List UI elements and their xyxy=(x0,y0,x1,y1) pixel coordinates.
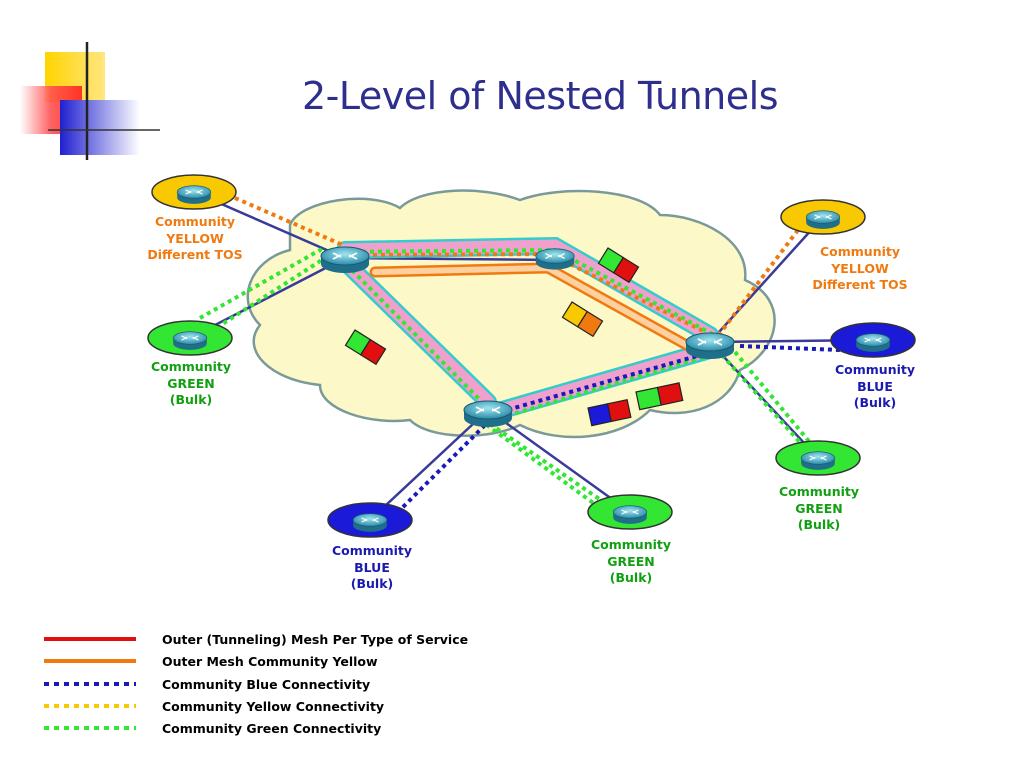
router-icon xyxy=(805,210,841,229)
legend-lines xyxy=(44,637,136,730)
router-icon xyxy=(352,513,388,532)
label-community-green-left: Community GREEN (Bulk) xyxy=(150,359,232,407)
packet-icon xyxy=(597,247,640,284)
decorative-squares-icon xyxy=(20,42,160,160)
packet-icon xyxy=(587,398,632,427)
page-title: 2-Level of Nested Tunnels xyxy=(302,74,779,118)
label-community-yellow-left: Community YELLOW Different TOS xyxy=(147,214,243,262)
packet-icon xyxy=(344,329,387,366)
legend-label-outer-mesh: Outer (Tunneling) Mesh Per Type of Servi… xyxy=(162,632,469,647)
label-community-blue-bottom: Community BLUE (Bulk) xyxy=(331,543,413,591)
legend-label-outer-yellow: Outer Mesh Community Yellow xyxy=(162,654,378,669)
legend-label-green: Community Green Connectivity xyxy=(162,721,382,736)
router-icon xyxy=(535,248,575,270)
routers xyxy=(172,185,891,532)
tunnel-tubes xyxy=(336,236,719,423)
router-icon xyxy=(800,451,836,470)
packet-icon xyxy=(635,382,684,411)
label-community-green-bottom: Community GREEN (Bulk) xyxy=(590,537,672,585)
router-icon xyxy=(320,246,370,273)
router-icon xyxy=(685,332,735,359)
router-icon xyxy=(176,185,212,204)
label-community-green-right: Community GREEN (Bulk) xyxy=(778,484,860,532)
router-icon xyxy=(612,505,648,524)
router-icon xyxy=(855,333,891,352)
label-community-blue-right: Community BLUE (Bulk) xyxy=(834,362,916,410)
router-icon xyxy=(463,400,513,427)
label-community-yellow-right: Community YELLOW Different TOS xyxy=(812,244,908,292)
legend-label-yellow: Community Yellow Connectivity xyxy=(162,699,385,714)
packets xyxy=(344,247,684,427)
legend-label-blue: Community Blue Connectivity xyxy=(162,677,371,692)
router-icon xyxy=(172,331,208,350)
packet-icon xyxy=(561,301,604,338)
